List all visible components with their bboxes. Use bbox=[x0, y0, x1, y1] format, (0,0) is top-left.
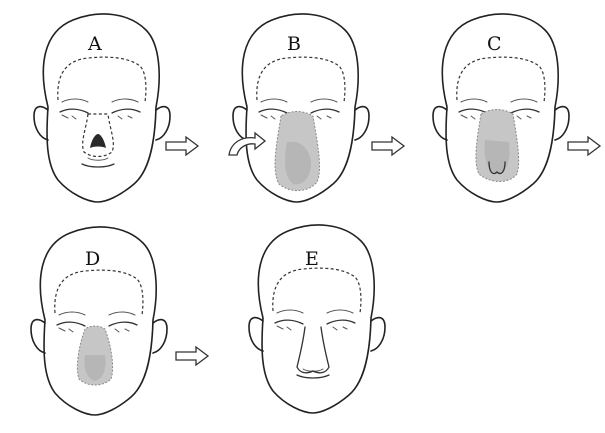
arrow-b-to-c bbox=[372, 137, 404, 155]
panel-label-d: D bbox=[85, 248, 100, 270]
panel-label-b: B bbox=[287, 33, 301, 55]
nasal-defect bbox=[90, 134, 106, 148]
arrow-a-to-b bbox=[166, 137, 198, 155]
reconstructed-nose bbox=[297, 327, 329, 373]
panel-b: B bbox=[229, 14, 369, 202]
panel-a: A bbox=[34, 14, 170, 202]
panel-label-c: C bbox=[487, 33, 502, 55]
panel-label-a: A bbox=[87, 33, 102, 55]
arrow-c-to-d bbox=[568, 137, 600, 155]
panel-d: D bbox=[31, 227, 167, 415]
panel-label-e: E bbox=[305, 248, 319, 270]
panel-c: C bbox=[433, 14, 569, 202]
arrow-d-to-e bbox=[176, 347, 208, 365]
panel-e: E bbox=[249, 225, 385, 413]
